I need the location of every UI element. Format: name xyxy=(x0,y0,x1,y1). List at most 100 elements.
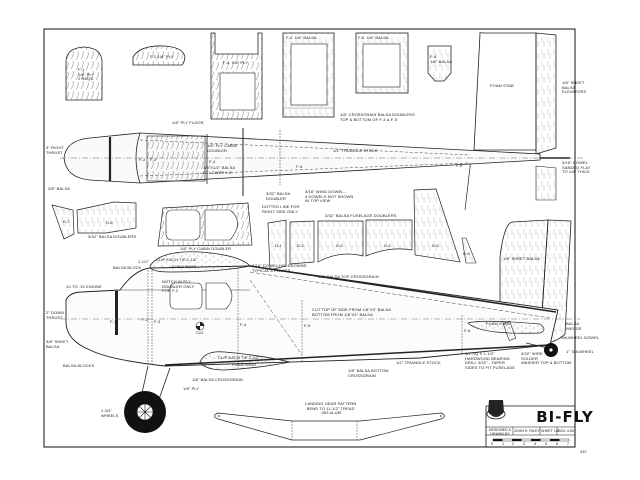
label-balsa-38: 3/8" BALSA xyxy=(48,186,70,191)
label-f5-side: F-5 xyxy=(304,323,311,328)
label-f5: F-5 1/8" BALSA xyxy=(358,35,389,40)
title-designer-label: DESIGNED & DRAWN BY xyxy=(488,428,512,436)
label-elevators: 1/8" SHEET BALSA ELEVATORS xyxy=(562,80,587,95)
label-triangle-stock-top: 1/2" TRIANGLE STOCK xyxy=(333,148,378,153)
label-triangle-stock-side: 1/2" TRIANGLE STOCK xyxy=(396,360,441,365)
label-f2-top: F-2 xyxy=(139,157,146,162)
label-balsa-doubler: 3/32" BALSA DOUBLER xyxy=(266,191,291,201)
crest-icon xyxy=(488,400,504,417)
label-f4-top: F-4 xyxy=(209,159,216,164)
label-doublers-f4-f5: 1/8" CROSSGRAIN BALSA DOUBLERS TOP & BOT… xyxy=(340,112,415,122)
label-cabin-doubler: 1/8" PLY CABIN DOUBLER xyxy=(180,246,232,251)
label-balsa-block: BALSA BLOCK xyxy=(113,265,142,270)
label-wire: 3/32" WIRE SOLDER WASHER TOP & BOTTOM xyxy=(521,351,572,366)
label-engine: .10 TO .15 ENGINE xyxy=(65,284,102,289)
label-f3: F-3 1/8" PLY xyxy=(223,60,248,65)
fuselage-side-view xyxy=(60,251,580,371)
label-cut-top: CUT TOP OF SIDE FROM 1/8"X3" BALSA BOTTO… xyxy=(312,307,392,317)
label-hardwood: 1/2"SQ X 1-1/2" HARDWOOD BEARING DRILL 3… xyxy=(465,351,516,370)
scale-tick-2: 2 xyxy=(512,442,514,446)
label-landing-gear: LANDING GEAR PATTERN BEND TO 11-1/2" TRE… xyxy=(305,401,357,416)
label-clip-top: CLIP EACH TIP 2-1/2" xyxy=(156,257,198,262)
part-f1 xyxy=(65,46,103,101)
part-fuselage-doublers xyxy=(267,188,477,271)
label-ply-floor: 1/8" PLY FLOOR xyxy=(172,120,204,125)
part-d6 xyxy=(76,201,137,234)
label-fuselage-doublers: 3/32" BALSA FUSELAGE DOUBLERS xyxy=(325,213,397,218)
scale-tick-3: 3 xyxy=(523,442,525,446)
label-f6-top: F-6 xyxy=(456,163,463,168)
label-f4: F-4 1/8" BALSA xyxy=(286,35,317,40)
label-balsa-blocks: BALSA BLOCKS xyxy=(63,363,95,368)
label-d4: D-4 xyxy=(384,243,391,248)
label-f1-side: F-1 xyxy=(110,319,117,324)
label-d8: D-8 xyxy=(463,251,470,256)
scale-tick-0: 0 xyxy=(491,442,493,446)
label-foam-stab-top: FOAM STAB xyxy=(490,83,514,88)
tailwheel xyxy=(525,342,558,357)
label-f2-side: F-2 xyxy=(142,317,149,322)
part-f3 xyxy=(210,32,263,120)
scale-tick-1: 1 xyxy=(502,442,504,446)
title-designer: JOHN H. RILEY xyxy=(514,429,540,433)
label-ply: 1/8" PLY xyxy=(183,386,200,391)
title-sheet: SHEET 1/1 xyxy=(541,429,559,433)
label-d7: D-7 xyxy=(63,219,70,224)
title-plan-no: BOX 4-00 xyxy=(558,429,574,433)
label-foam-wing-bottom: FOAM WING xyxy=(232,362,257,367)
label-f1: F-1 1/8" PLY 2 REQD xyxy=(78,67,95,82)
label-crossgrain: 1/8" BALSA CROSSGRAIN xyxy=(192,377,243,382)
label-d3: D-3 xyxy=(336,243,343,248)
label-d5: D-5 xyxy=(432,243,439,248)
label-wheels: 2-3/4" WHEELS xyxy=(101,408,119,418)
label-down-thrust: 2" DOWN THRUST xyxy=(46,310,65,320)
label-bottom-crossgrain: 1/8" BALSA BOTTOM CROSSGRAIN xyxy=(348,368,389,378)
label-stab-dowel: 3/16" DOWEL SANDED FLAT TO 1/8" THICK xyxy=(562,160,591,175)
label-f3-side: F-3 xyxy=(154,319,161,324)
label-foam-stab-side: FOAM STAB xyxy=(486,321,510,326)
part-f5 xyxy=(355,32,409,94)
label-notch: NOTCH IN PLY DOUBLER ONLY FOR F-2 xyxy=(162,279,195,294)
label-dowel-holddowns: 3/16" DOWEL HOLDDOWNS TYPICAL 8 PLACES xyxy=(252,263,307,273)
label-tailwheel: 1" TAILWHEEL xyxy=(566,349,594,354)
label-right-thrust: 3" RIGHT THRUST xyxy=(46,145,64,155)
label-f3-top: F-3 xyxy=(150,157,157,162)
label-dim: 1-1/2" xyxy=(138,259,150,264)
part-cabin-doubler xyxy=(157,202,253,247)
label-sheet-balsa: 3/8" SHEET BALSA xyxy=(46,339,69,349)
label-top-crossgrain: 1/8" BALSA TOP-CROSSGRAIN xyxy=(318,274,379,279)
title-block xyxy=(485,400,575,447)
label-balsa-doublers: 3/32" BALSA DOUBLERS xyxy=(88,234,137,239)
label-cabin-doubler-top: 1/8" PLY CABIN DOUBLER xyxy=(207,143,238,153)
page-number: 437 xyxy=(580,449,587,454)
plan-title: BI-FLY xyxy=(536,408,594,426)
scale-tick-5: 5 xyxy=(545,442,547,446)
label-dotted-line: DOTTED LINE FOR RIGHT SIDE ONLY xyxy=(262,204,300,214)
main-landing-gear xyxy=(124,365,171,433)
part-f6 xyxy=(427,45,452,82)
label-wing-dowel: 3/16" WING DOWEL - 4 DOWELS NOT SHOWN IN… xyxy=(305,189,354,204)
label-f4-side: F-4 xyxy=(240,322,247,327)
label-f2: F-2 1/8" PLY xyxy=(150,54,174,59)
label-f5-top: F-5 xyxy=(296,164,303,169)
stab-top-view xyxy=(464,32,570,211)
label-f6: F-6 1/8" BALSA xyxy=(430,54,452,64)
label-d1: D-1 xyxy=(275,243,282,248)
sheet-border xyxy=(43,28,576,448)
label-foam-wing-top: FOAM WING xyxy=(172,264,197,269)
scale-tick-6: 6 xyxy=(556,442,558,446)
label-f6-side: F-6 xyxy=(464,328,471,333)
label-d2: D-2 xyxy=(297,243,304,248)
label-sheet-balsa-fin: 1/8" SHEET BALSA xyxy=(503,256,540,261)
fuselage-top-view xyxy=(60,128,585,196)
label-tailwheel-dowel: TAILWHEEL DOWEL xyxy=(560,335,600,340)
scale-tick-4: 4 xyxy=(534,442,536,446)
label-balsa-wedge: BALSA WEDGE xyxy=(566,321,582,331)
part-f4 xyxy=(282,32,335,118)
landing-gear-pattern xyxy=(214,412,445,441)
part-f2 xyxy=(132,45,186,66)
label-d6: D-6 xyxy=(106,220,113,225)
part-d7 xyxy=(51,204,75,240)
scale-tick-7: 7 xyxy=(567,442,569,446)
